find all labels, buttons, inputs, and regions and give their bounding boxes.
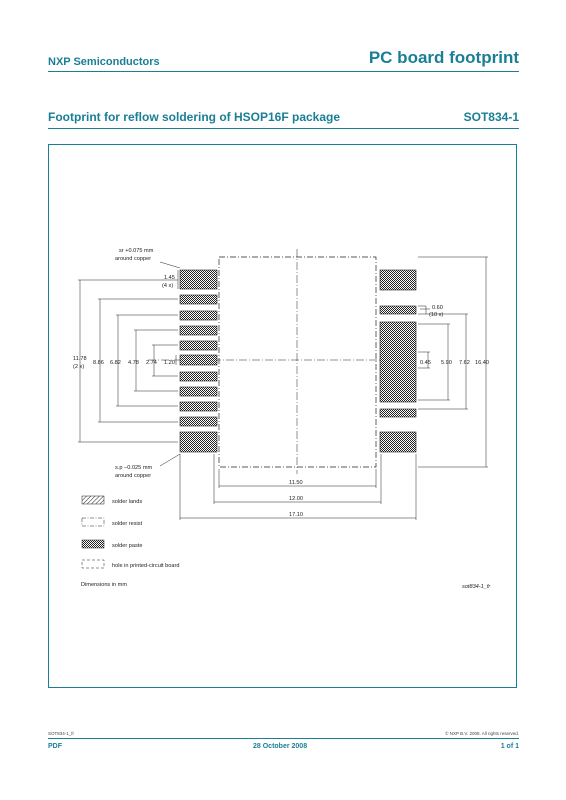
pitch-left-value: 1.45 xyxy=(164,275,175,281)
dim-bottom-17-10: 17.10 xyxy=(289,512,303,518)
legend: solder lands solder resist solder paste … xyxy=(81,495,179,569)
dim-right-7-62: 7.62 xyxy=(459,360,470,366)
dim-right-0-45: 0.45 xyxy=(420,360,431,366)
header-rule xyxy=(48,71,519,72)
drawing-id: sot834-1_fr xyxy=(462,584,491,590)
leader-lines xyxy=(159,261,430,467)
sp-note-line1: s.p −0.025 mm xyxy=(115,465,152,471)
footer-rule xyxy=(48,738,519,739)
hole-swatch xyxy=(81,559,105,569)
sp-note-line2: around copper xyxy=(115,473,151,479)
left-dimension-lines xyxy=(78,270,179,443)
legend-solder-resist: solder resist xyxy=(112,521,143,527)
dim-left-8-86: 8.86 xyxy=(93,360,104,366)
dim-right-5-90: 5.90 xyxy=(441,360,452,366)
section-rule xyxy=(48,128,519,129)
package-body-outline xyxy=(218,256,377,468)
footer-page-number: 1 of 1 xyxy=(500,743,519,750)
bottom-dimension-lines xyxy=(179,454,417,520)
dim-left-2-74: 2.74 xyxy=(146,360,157,366)
legend-solder-lands: solder lands xyxy=(112,499,142,505)
dim-left-6-82: 6.82 xyxy=(110,360,121,366)
drawing-frame xyxy=(48,144,517,688)
footer-copyright: © NXP B.V. 2008. All rights reserved. xyxy=(445,731,519,736)
pad-right-value: 0.60 xyxy=(432,305,443,311)
units-note: Dimensions in mm xyxy=(81,582,127,588)
legend-hole: hole in printed-circuit board xyxy=(112,563,179,569)
left-pads xyxy=(179,269,218,453)
solder-lands-swatch xyxy=(81,495,105,505)
package-code: SOT834-1 xyxy=(463,110,519,124)
dim-left-1-20: 1.20 xyxy=(164,360,175,366)
right-pads xyxy=(379,269,417,453)
sr-note-line1: sr +0.075 mm xyxy=(119,248,154,254)
dim-left-4-78: 4.78 xyxy=(128,360,139,366)
solder-paste-swatch xyxy=(81,539,105,549)
pad-right-count: (10 x) xyxy=(429,312,443,318)
footprint-drawing: sr +0.075 mm around copper 1.45 (4 x) 0.… xyxy=(73,248,491,590)
dim-bottom-11-50: 11.50 xyxy=(289,480,303,486)
pitch-left-count: (4 x) xyxy=(162,283,173,289)
footer-format: PDF xyxy=(48,743,62,750)
dim-left-count: (2 x) xyxy=(73,364,84,370)
company-name: NXP Semiconductors xyxy=(48,56,160,68)
dim-bottom-12-00: 12.00 xyxy=(289,496,303,502)
document-type-title: PC board footprint xyxy=(368,48,519,67)
sr-note-line2: around copper xyxy=(115,256,151,262)
legend-solder-paste: solder paste xyxy=(112,543,142,549)
dim-right-16-40: 16.40 xyxy=(475,360,489,366)
solder-resist-swatch xyxy=(81,517,105,527)
footer-date: 28 October 2008 xyxy=(253,743,308,750)
right-dimension-lines xyxy=(418,256,488,468)
dim-left-11-78: 11.78 xyxy=(73,356,87,362)
footer-file-id: SOT834-1_fr xyxy=(48,731,75,736)
section-title: Footprint for reflow soldering of HSOP16… xyxy=(48,110,341,124)
